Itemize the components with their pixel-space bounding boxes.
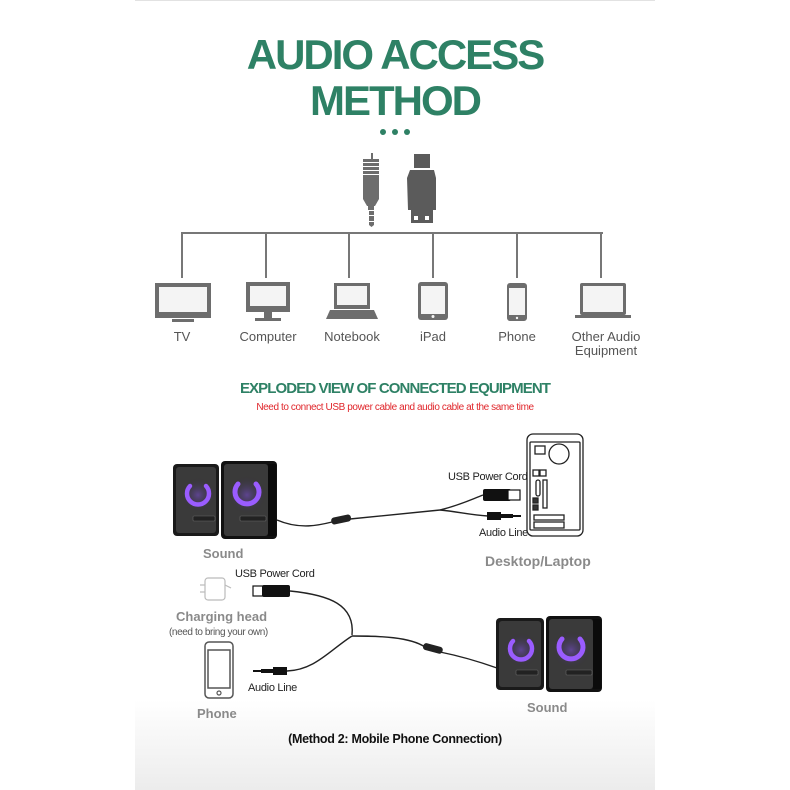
sound-label-method1: Sound — [203, 546, 244, 561]
phone-icon — [507, 283, 527, 321]
phone-label-method2: Phone — [197, 706, 237, 721]
audio-jack-method1 — [487, 512, 521, 520]
speaker-pair-method2 — [496, 616, 602, 692]
device-label-ipad: iPad — [419, 329, 447, 344]
inline-volume-control-method1 — [331, 514, 352, 525]
audio-line-label-method2: Audio Line — [248, 682, 297, 694]
usb-power-cord-label-method2: USB Power Cord — [235, 568, 315, 580]
desktop-laptop-label: Desktop/Laptop — [485, 553, 591, 569]
audio-jack-method2 — [253, 667, 287, 675]
audio-line-label-method1: Audio Line — [479, 527, 528, 539]
connection-tree — [155, 153, 631, 322]
method2-cables — [286, 590, 498, 672]
page-title-line1: AUDIO ACCESS — [246, 31, 545, 78]
sound-label-method2: Sound — [527, 700, 568, 715]
tree-lines — [181, 232, 603, 278]
desktop-tower-icon — [526, 433, 584, 537]
speaker-left — [173, 464, 219, 536]
usb-plug-icon — [407, 154, 436, 223]
computer-monitor-icon — [246, 282, 290, 321]
device-label-other-audio-line2: Equipment — [574, 343, 638, 358]
speaker-pair-method1 — [173, 461, 277, 539]
usb-plug-method1 — [483, 489, 521, 501]
device-label-phone: Phone — [498, 329, 536, 344]
phone-outline-icon — [204, 641, 234, 699]
speaker-left — [496, 618, 544, 690]
tablet-icon — [418, 282, 448, 320]
exploded-view-subtitle: Need to connect USB power cable and audi… — [256, 402, 534, 413]
exploded-view-title: EXPLODED VIEW OF CONNECTED EQUIPMENT — [239, 380, 551, 397]
device-label-computer: Computer — [239, 329, 297, 344]
charging-head-label: Charging head — [176, 609, 268, 624]
charging-head-icon — [200, 577, 232, 601]
notebook-icon — [326, 283, 378, 319]
speaker-right — [221, 461, 277, 539]
laptop-icon — [575, 283, 631, 318]
title-dots-ornament — [380, 129, 410, 135]
inline-volume-control-method2 — [422, 643, 443, 654]
usb-power-cord-label-method1: USB Power Cord — [448, 471, 528, 483]
speaker-right — [546, 616, 602, 692]
device-label-notebook: Notebook — [324, 329, 380, 344]
method1-cables — [276, 494, 489, 527]
method2-caption: (Method 2: Mobile Phone Connection) — [288, 732, 502, 746]
charging-head-note: (need to bring your own) — [169, 627, 268, 638]
device-label-other-audio-line1: Other Audio — [571, 329, 641, 344]
device-label-tv: TV — [173, 329, 191, 344]
tv-icon — [155, 283, 211, 322]
bottom-gradient — [135, 700, 655, 790]
top-divider — [135, 0, 655, 1]
page-title-line2: METHOD — [310, 77, 482, 124]
audio-jack-icon — [363, 153, 379, 227]
usb-plug-method2 — [252, 585, 290, 597]
